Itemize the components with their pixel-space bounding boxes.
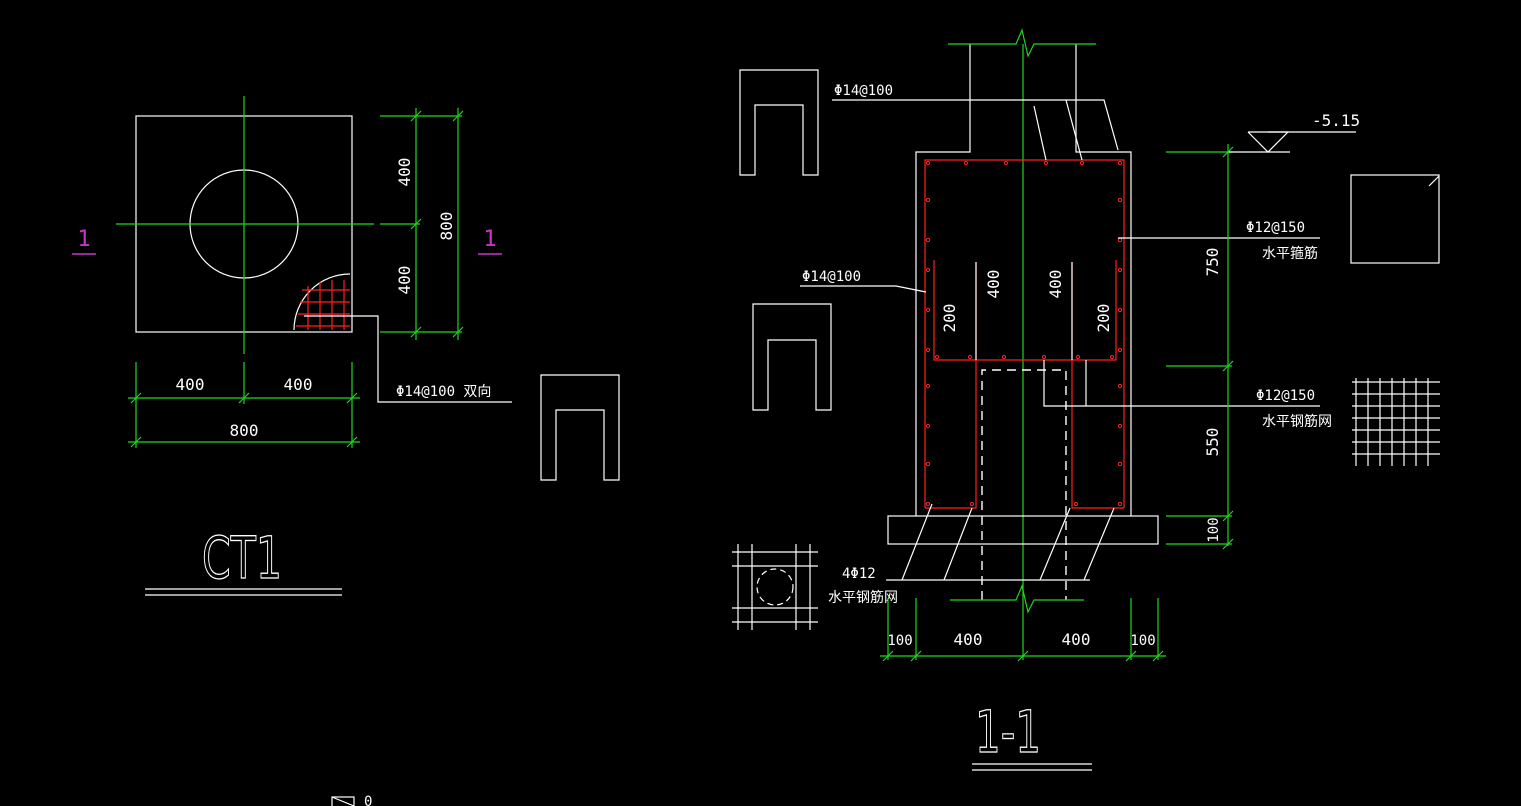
section-inner-dims: [975, 262, 1073, 360]
rebar-vertical-mid-label: Φ14@100: [802, 269, 861, 285]
stirrup-desc: 水平箍筋: [1262, 245, 1318, 262]
section-mark-left[interactable]: 1: [77, 227, 90, 252]
inner-dim-1: 200: [940, 304, 959, 333]
rebar-shape-icon-3: [752, 303, 832, 411]
pile-mesh-icon: [732, 544, 818, 630]
plan-title: CT1: [202, 524, 282, 592]
rebar-vertical-top-label: Φ14@100: [834, 83, 893, 99]
plan-rebar-note: Φ14@100 双向: [396, 384, 491, 400]
inner-dim-3: 400: [1046, 270, 1065, 299]
plan-dim-v-top: 400: [395, 158, 414, 187]
section-base: [887, 515, 1159, 545]
hdim-100-left: 100: [887, 633, 912, 649]
section-pile-dashed: [981, 369, 1067, 600]
section-view: 200 400 400 200 Φ14@100 Φ14@100 Φ12@150 …: [800, 28, 1360, 771]
section-rebar-cage: [924, 159, 1125, 509]
stirrup-label: Φ12@150: [1246, 220, 1305, 236]
section-dim-horizontal: [880, 598, 1166, 662]
hdim-400-left: 400: [954, 630, 983, 649]
leader-mid-rebar: [800, 285, 927, 293]
section-title: 1-1: [975, 698, 1041, 766]
section-break-top: [948, 28, 1096, 58]
plan-dim-h-left: 400: [176, 375, 205, 394]
plan-dim-vertical: [380, 108, 464, 340]
rebar-shape-icon-1: [540, 374, 620, 481]
plan-dim-h-total: 800: [230, 421, 259, 440]
plan-dim-h-right: 400: [284, 375, 313, 394]
plan-dim-horizontal: [128, 362, 360, 448]
hdim-400-right: 400: [1062, 630, 1091, 649]
vdim-750: 750: [1203, 248, 1222, 277]
vdim-100: 100: [1206, 517, 1222, 542]
leader-bottom-bars: [886, 503, 1115, 581]
elevation-marker: [1166, 131, 1356, 153]
mesh-label: Φ12@150: [1256, 388, 1315, 404]
mesh-desc: 水平钢筋网: [1262, 413, 1332, 430]
plan-dim-v-bottom: 400: [395, 266, 414, 295]
footer-mark: 0: [331, 794, 372, 806]
hdim-100-right: 100: [1130, 633, 1155, 649]
section-outline-right: [1075, 44, 1132, 516]
bottom-bars-desc: 水平钢筋网: [828, 589, 898, 606]
stirrup-shape-icon: [1350, 174, 1440, 264]
section-outline-left: [915, 44, 971, 516]
inner-dim-2: 400: [984, 270, 1003, 299]
rebar-shape-icon-2: [739, 69, 819, 176]
leader-top-rebar: [832, 99, 1119, 151]
bottom-bars-label: 4Φ12: [842, 566, 876, 582]
section-break-bottom: [950, 584, 1084, 614]
footer-mark-text: 0: [364, 794, 372, 806]
inner-dim-4: 200: [1094, 304, 1113, 333]
section-mark-right[interactable]: 1: [483, 227, 496, 252]
mesh-shape-icon: [1352, 378, 1440, 466]
plan-rebar-grid: [296, 280, 350, 330]
plan-rebar-leader: [304, 315, 512, 403]
plan-dim-v-total: 800: [437, 212, 456, 241]
elevation-label: -5.15: [1312, 111, 1360, 130]
section-dim-vertical: [1166, 144, 1234, 550]
vdim-550: 550: [1203, 428, 1222, 457]
plan-view: Φ14@100 双向 400 400 800: [72, 96, 512, 596]
